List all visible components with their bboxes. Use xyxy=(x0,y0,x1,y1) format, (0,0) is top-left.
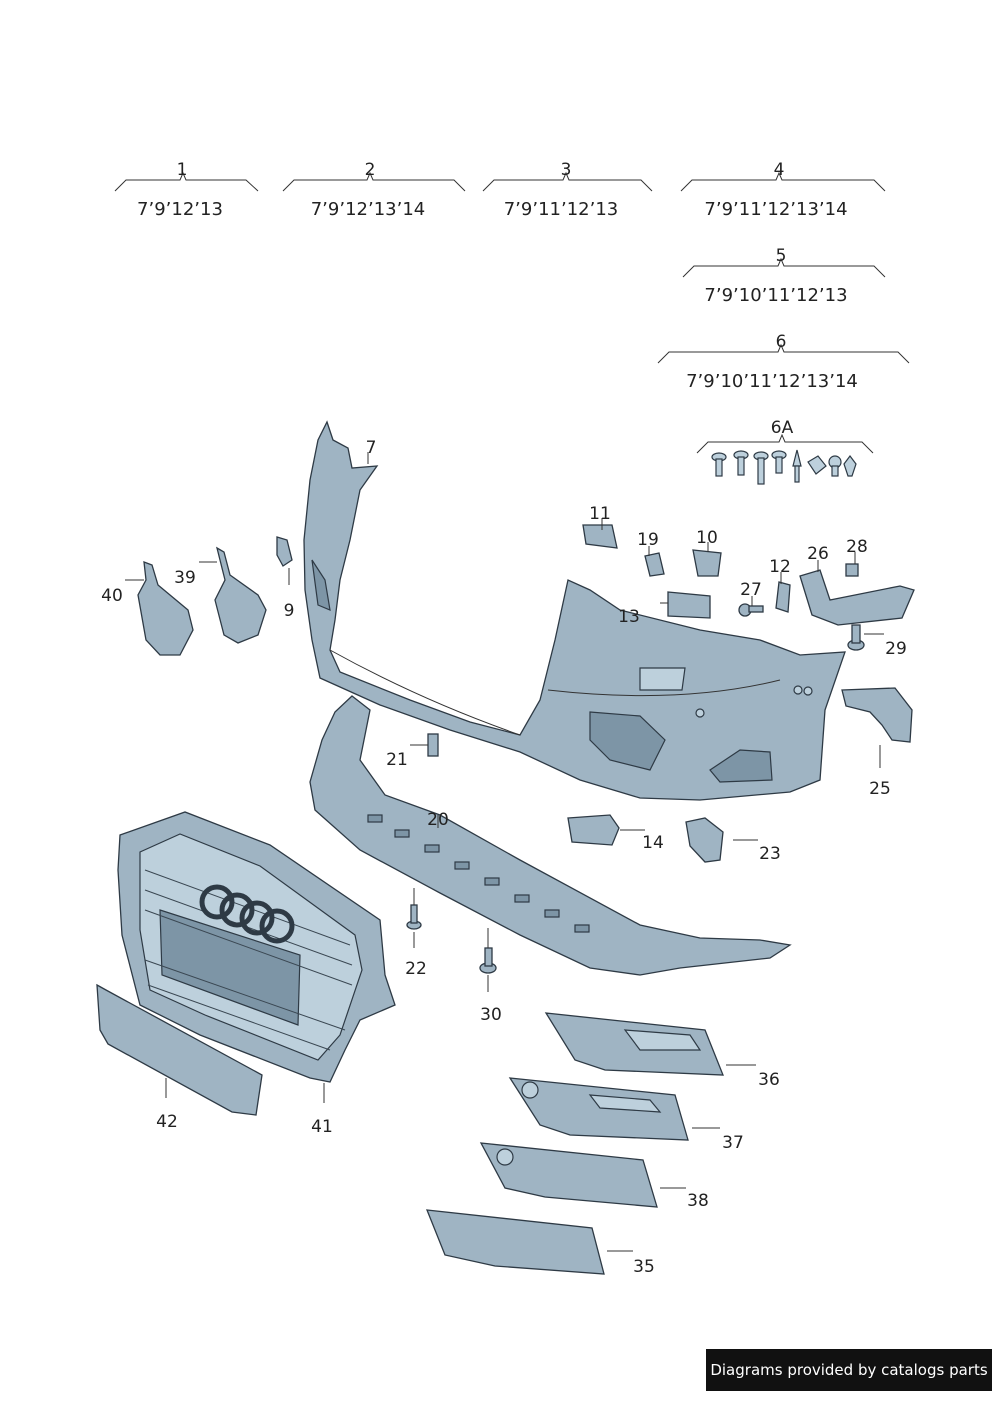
callout-30: 30 xyxy=(480,1005,502,1025)
group-number: 1 xyxy=(177,160,188,180)
callout-41: 41 xyxy=(311,1117,333,1137)
callout-37: 37 xyxy=(722,1133,744,1153)
callout-40: 40 xyxy=(101,586,123,606)
callout-39: 39 xyxy=(174,568,196,588)
group-2: 2 7’9’12’13’14 xyxy=(282,160,466,220)
group-parts: 7’9’10’11’12’13’14 xyxy=(686,371,858,392)
radiator-grille xyxy=(117,811,396,1083)
callout-labels: 7 9 10 11 12 13 14 19 20 21 22 23 25 26 … xyxy=(101,438,907,1277)
group-number: 6A xyxy=(771,418,794,438)
callout-21: 21 xyxy=(386,750,408,770)
group-parts: 7’9’12’13 xyxy=(137,199,223,220)
callout-28: 28 xyxy=(846,537,868,557)
callout-25: 25 xyxy=(869,779,891,799)
group-4: 4 7’9’11’12’13’14 xyxy=(680,160,886,220)
callout-10: 10 xyxy=(696,528,718,548)
group-number: 4 xyxy=(774,160,785,180)
group-parts: 7’9’11’12’13’14 xyxy=(704,199,847,220)
group-number: 5 xyxy=(776,246,787,266)
group-5: 5 7’9’10’11’12’13 xyxy=(682,246,886,306)
callout-20: 20 xyxy=(427,810,449,830)
group-number: 2 xyxy=(365,160,376,180)
group-3: 3 7’9’11’12’13 xyxy=(482,160,653,220)
group-parts: 7’9’12’13’14 xyxy=(311,199,426,220)
group-6a: 6A xyxy=(696,418,874,485)
callout-13: 13 xyxy=(618,607,640,627)
group-parts: 7’9’11’12’13 xyxy=(504,199,619,220)
callout-42: 42 xyxy=(156,1112,178,1132)
group-parts: 7’9’10’11’12’13 xyxy=(704,285,847,306)
audi-rings xyxy=(199,884,295,944)
fastener-kit-icons xyxy=(711,449,857,485)
callout-12: 12 xyxy=(769,557,791,577)
callout-27: 27 xyxy=(740,580,762,600)
callout-19: 19 xyxy=(637,530,659,550)
callout-14: 14 xyxy=(642,833,664,853)
group-number: 3 xyxy=(561,160,572,180)
footer-credit: Diagrams provided by catalogs parts xyxy=(706,1349,992,1391)
bumper-cover xyxy=(303,420,846,801)
callout-29: 29 xyxy=(885,639,907,659)
group-number: 6 xyxy=(776,332,787,352)
callout-7: 7 xyxy=(366,438,377,458)
absorber-slots xyxy=(367,814,590,933)
leader-lines xyxy=(125,452,884,1252)
license-plate-holder xyxy=(96,983,263,1116)
group-6: 6 7’9’10’11’12’13’14 xyxy=(657,332,910,392)
callout-38: 38 xyxy=(687,1191,709,1211)
fog-lamp-grilles xyxy=(425,1012,724,1275)
callout-35: 35 xyxy=(633,1257,655,1277)
callout-22: 22 xyxy=(405,959,427,979)
small-parts xyxy=(137,524,915,974)
callout-36: 36 xyxy=(758,1070,780,1090)
callout-26: 26 xyxy=(807,544,829,564)
callout-11: 11 xyxy=(589,504,611,524)
callout-9: 9 xyxy=(284,601,295,621)
callout-23: 23 xyxy=(759,844,781,864)
energy-absorber xyxy=(309,695,792,976)
group-1: 1 7’9’12’13 xyxy=(114,160,259,220)
